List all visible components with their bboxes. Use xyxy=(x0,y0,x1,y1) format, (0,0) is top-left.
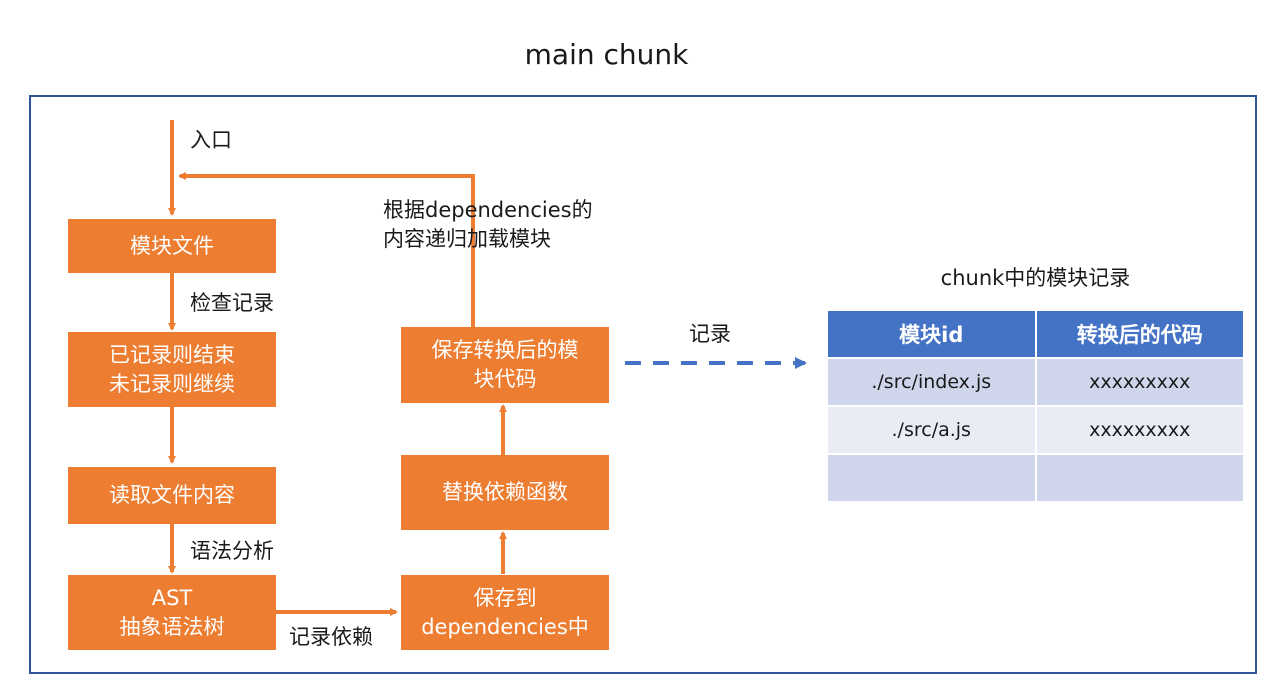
cell-code: xxxxxxxxx xyxy=(1034,357,1245,407)
cell-module-id xyxy=(826,453,1037,503)
diagram-title: main chunk xyxy=(524,38,689,71)
table-caption: chunk中的模块记录 xyxy=(940,266,1131,290)
table-row: ./src/a.js xxxxxxxxx xyxy=(826,405,1245,455)
cell-code: xxxxxxxxx xyxy=(1034,405,1245,455)
cell-module-id: ./src/a.js xyxy=(826,405,1037,455)
arrow-recursive-loop xyxy=(178,172,475,327)
box-ast: AST 抽象语法树 xyxy=(68,575,276,650)
label-check-record: 检查记录 xyxy=(190,291,274,315)
module-record-table: 模块id 转换后的代码 ./src/index.js xxxxxxxxx ./s… xyxy=(826,309,1245,503)
table-row xyxy=(826,453,1245,503)
main-chunk-frame xyxy=(29,95,1257,674)
box-module-file: 模块文件 xyxy=(68,219,276,273)
box-save-dependencies: 保存到 dependencies中 xyxy=(401,575,609,650)
label-entry: 入口 xyxy=(190,128,232,152)
label-parse: 语法分析 xyxy=(190,539,274,563)
box-read-content: 读取文件内容 xyxy=(68,467,276,524)
label-record: 记录 xyxy=(689,322,731,346)
cell-module-id: ./src/index.js xyxy=(826,357,1037,407)
box-save-code: 保存转换后的模 块代码 xyxy=(401,327,609,403)
cell-code xyxy=(1034,453,1245,503)
header-module-id: 模块id xyxy=(826,309,1037,359)
label-recursive-load: 根据dependencies的 内容递归加载模块 xyxy=(383,198,593,251)
table-row: ./src/index.js xxxxxxxxx xyxy=(826,357,1245,407)
box-replace-function: 替换依赖函数 xyxy=(401,455,609,530)
header-transformed-code: 转换后的代码 xyxy=(1034,309,1245,359)
table-header-row: 模块id 转换后的代码 xyxy=(826,309,1245,359)
box-check-result: 已记录则结束 未记录则继续 xyxy=(68,332,276,407)
label-record-deps: 记录依赖 xyxy=(289,625,373,649)
